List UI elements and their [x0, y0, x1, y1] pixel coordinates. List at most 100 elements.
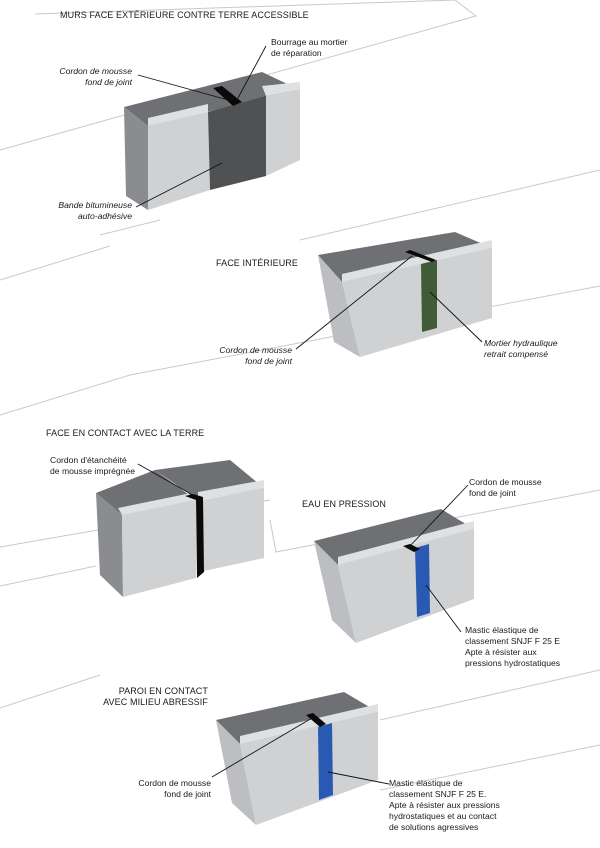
leader-lines	[135, 45, 483, 785]
block-top-face	[216, 692, 378, 744]
section-title-line: MURS FACE EXTÉRIEURE CONTRE TERRE ACCESS…	[60, 10, 309, 20]
light-strip-top	[262, 82, 300, 96]
blue-mastic-band	[318, 723, 333, 800]
section-title-interior-face: FACE INTÉRIEURE	[216, 258, 298, 269]
section-title-soil-contact: FACE EN CONTACT AVEC LA TERRE	[46, 428, 204, 439]
guide-line	[299, 169, 600, 241]
block-front-face	[338, 529, 474, 643]
block-soil-contact	[96, 460, 264, 597]
label-line: Cordon de mousse	[469, 477, 542, 487]
label-impregnated-foam-seal: Cordon d'étanchéité de mousse imprégnée	[50, 455, 135, 477]
label-line: Apte à résister aux pressions	[389, 800, 500, 810]
light-strip-top	[240, 704, 378, 744]
label-foam-backer-rod: Cordon de mousse fond de joint	[469, 477, 542, 499]
label-foam-backer-rod: Cordon de mousse fond de joint	[138, 778, 211, 800]
block-top-face	[314, 509, 474, 565]
block-side-face	[314, 541, 356, 643]
label-line: Mastic élastique de	[465, 625, 539, 635]
joint-line	[403, 544, 420, 552]
leader-line	[135, 162, 223, 208]
label-line: fond de joint	[469, 488, 516, 498]
label-line: Cordon de mousse	[59, 66, 132, 76]
label-line: de réparation	[271, 48, 322, 58]
light-strip-top	[148, 104, 208, 126]
leader-line	[137, 74, 229, 101]
section-title-line: EAU EN PRESSION	[302, 499, 387, 509]
guide-line	[379, 744, 600, 791]
impregnated-foam-joint	[196, 497, 204, 578]
joint-line	[405, 250, 436, 262]
section-title-aggressive-environment: PAROI EN CONTACT AVEC MILIEU ABRESSIF	[103, 686, 208, 708]
label-line: de mousse imprégnée	[50, 466, 136, 476]
label-foam-backer-rod: Cordon de mousse fond de joint	[219, 345, 292, 367]
green-mortar-band	[421, 260, 437, 332]
blue-mastic-band	[415, 544, 430, 617]
guide-line	[0, 565, 97, 587]
guide-line	[269, 489, 600, 553]
label-line: fond de joint	[245, 356, 292, 366]
label-bitumen-band: Bande bitumineuse auto-adhésive	[58, 200, 132, 222]
block-water-pressure	[314, 509, 474, 643]
block-aggressive-environment	[216, 692, 378, 825]
label-line: Bande bitumineuse	[58, 200, 132, 210]
block-front-face-left	[148, 112, 210, 210]
light-strip-top	[198, 480, 264, 500]
section-title-line: FACE INTÉRIEURE	[216, 258, 299, 268]
section-title-water-pressure: EAU EN PRESSION	[302, 499, 386, 510]
section-title-line: AVEC MILIEU ABRESSIF	[103, 697, 208, 707]
guide-line	[99, 219, 161, 236]
leader-line	[327, 771, 390, 785]
label-line: auto-adhésive	[78, 211, 132, 221]
bitumen-band	[208, 96, 266, 190]
section-title-line: PAROI EN CONTACT	[118, 686, 208, 696]
block-side-face	[216, 720, 256, 825]
guide-line	[0, 674, 101, 709]
label-mortar-filling: Bourrage au mortier de réparation	[271, 37, 347, 59]
block-side-face	[124, 107, 148, 210]
leader-line	[137, 463, 199, 499]
leader-line	[425, 584, 462, 633]
label-line: Cordon de mousse	[138, 778, 211, 788]
light-strip-top	[118, 492, 196, 515]
guide-line	[0, 245, 111, 281]
joint-line	[306, 713, 326, 727]
label-line: Mortier hydraulique	[484, 338, 558, 348]
light-strip-top	[338, 521, 474, 565]
leader-line	[407, 484, 469, 549]
leader-line	[429, 291, 483, 343]
label-line: retrait compensé	[484, 349, 549, 359]
leader-line	[211, 717, 313, 778]
section-title-line: FACE EN CONTACT AVEC LA TERRE	[46, 428, 205, 438]
block-side-face	[318, 255, 360, 357]
label-elastic-mastic: Mastic élastique de classement SNJF F 25…	[389, 778, 500, 833]
block-side-face	[96, 493, 123, 597]
label-elastic-mastic: Mastic élastique de classement SNJF F 25…	[465, 625, 560, 669]
leader-line	[237, 45, 267, 99]
block-front-face	[122, 500, 196, 597]
label-line: de solutions agressives	[389, 822, 479, 832]
label-line: pressions hydrostatiques	[465, 658, 561, 668]
label-line: Cordon d'étanchéité	[50, 455, 127, 465]
label-line: Cordon de mousse	[219, 345, 292, 355]
label-line: classement SNJF F 25 E.	[389, 789, 487, 799]
joint-line	[213, 86, 242, 106]
section-title-exterior-face: MURS FACE EXTÉRIEURE CONTRE TERRE ACCESS…	[60, 10, 309, 21]
label-line: fond de joint	[85, 77, 132, 87]
label-line: Mastic élastique de	[389, 778, 463, 788]
label-line: Bourrage au mortier	[271, 37, 348, 47]
light-strip-top	[342, 240, 492, 282]
block-front-face	[202, 488, 264, 571]
block-interior-face	[318, 232, 492, 357]
label-line: hydrostatiques et au contact	[389, 811, 497, 821]
block-top-face	[124, 72, 300, 126]
label-foam-backer-rod: Cordon de mousse fond de joint	[59, 66, 132, 88]
label-hydraulic-mortar: Mortier hydraulique retrait compensé	[484, 338, 558, 360]
block-top-face	[318, 232, 492, 282]
guide-line	[379, 669, 600, 721]
joint-line	[185, 494, 203, 500]
label-line: classement SNJF F 25 E	[465, 636, 561, 646]
block-front-face	[342, 248, 492, 357]
leader-line	[295, 255, 413, 350]
label-line: fond de joint	[164, 789, 211, 799]
